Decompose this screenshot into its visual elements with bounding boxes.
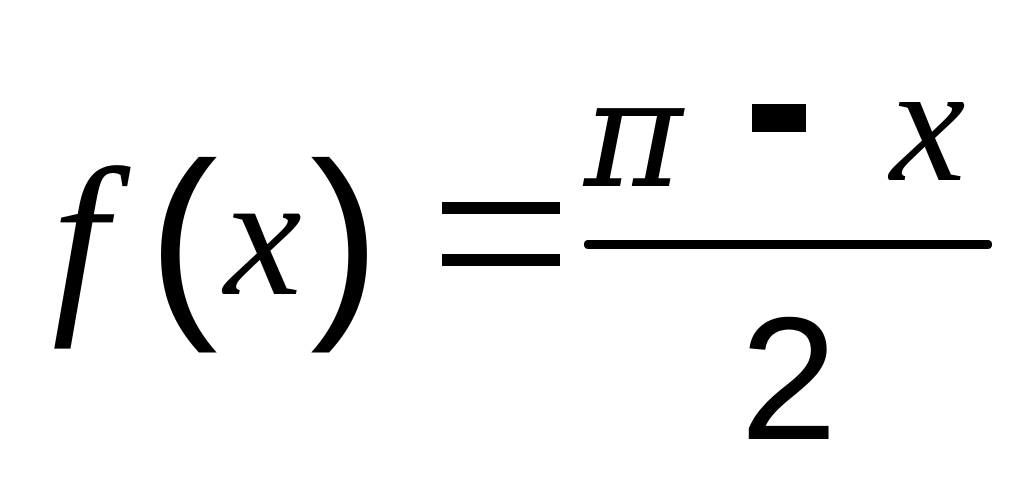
numerator-pi: π [584,48,683,222]
close-paren: ) [310,119,380,354]
fraction-bar [584,240,992,249]
function-argument: x [224,138,302,332]
numerator-minus-sign [752,104,806,132]
numerator-x: x [890,29,966,217]
formula: f ( x ) π x 2 [52,29,992,477]
denominator: 2 [740,282,838,477]
equals-sign [442,180,560,270]
open-paren: ( [148,119,218,354]
function-name: f [52,129,108,350]
equals-bottom-bar [442,254,560,266]
equals-top-bar [442,202,560,214]
